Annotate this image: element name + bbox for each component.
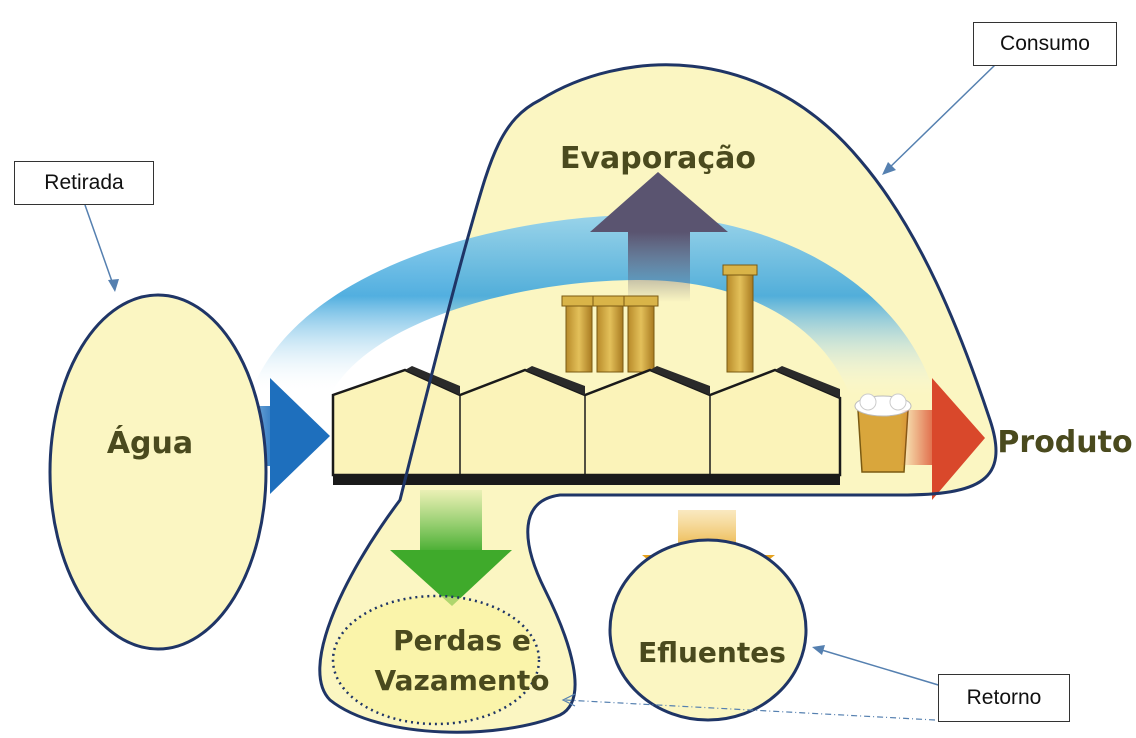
factory-building bbox=[331, 366, 842, 485]
consumo-callout: Consumo bbox=[973, 22, 1117, 66]
evaporacao-label: Evaporação bbox=[560, 141, 756, 176]
consumo-region-outline bbox=[318, 63, 998, 734]
consumo-callout-text: Consumo bbox=[1000, 32, 1090, 55]
agua-label: Água bbox=[107, 425, 193, 461]
factory-chimneys bbox=[561, 264, 758, 373]
consumo-pointer-head bbox=[882, 162, 896, 175]
losses-arrow bbox=[390, 490, 512, 606]
consumo-pointer bbox=[884, 64, 996, 173]
evaporation-arrow bbox=[590, 172, 728, 302]
perdas-label-line2: Vazamento bbox=[375, 664, 550, 697]
efluentes-circle bbox=[608, 538, 808, 722]
agua-ellipse bbox=[48, 293, 268, 651]
retorno-dashed-head bbox=[561, 693, 576, 707]
retorno-pointer-head bbox=[812, 645, 825, 655]
retorno-callout: Retorno bbox=[938, 674, 1070, 722]
retirada-pointer bbox=[84, 204, 116, 291]
produto-label: Produto bbox=[997, 425, 1132, 460]
perdas-dotted-ellipse bbox=[331, 594, 541, 726]
retorno-dashed-line bbox=[564, 699, 936, 721]
retorno-pointer bbox=[814, 647, 956, 691]
beer-glass-icon bbox=[854, 393, 912, 473]
retirada-pointer-head bbox=[108, 279, 119, 292]
efluentes-label: Efluentes bbox=[638, 636, 786, 669]
retorno-callout-text: Retorno bbox=[966, 686, 1042, 709]
product-output-arrow bbox=[900, 378, 985, 500]
retirada-callout: Retirada bbox=[14, 161, 154, 205]
water-cycle-arc bbox=[250, 215, 935, 395]
retirada-callout-text: Retirada bbox=[44, 171, 124, 194]
perdas-label-line1: Perdas e bbox=[393, 624, 531, 657]
